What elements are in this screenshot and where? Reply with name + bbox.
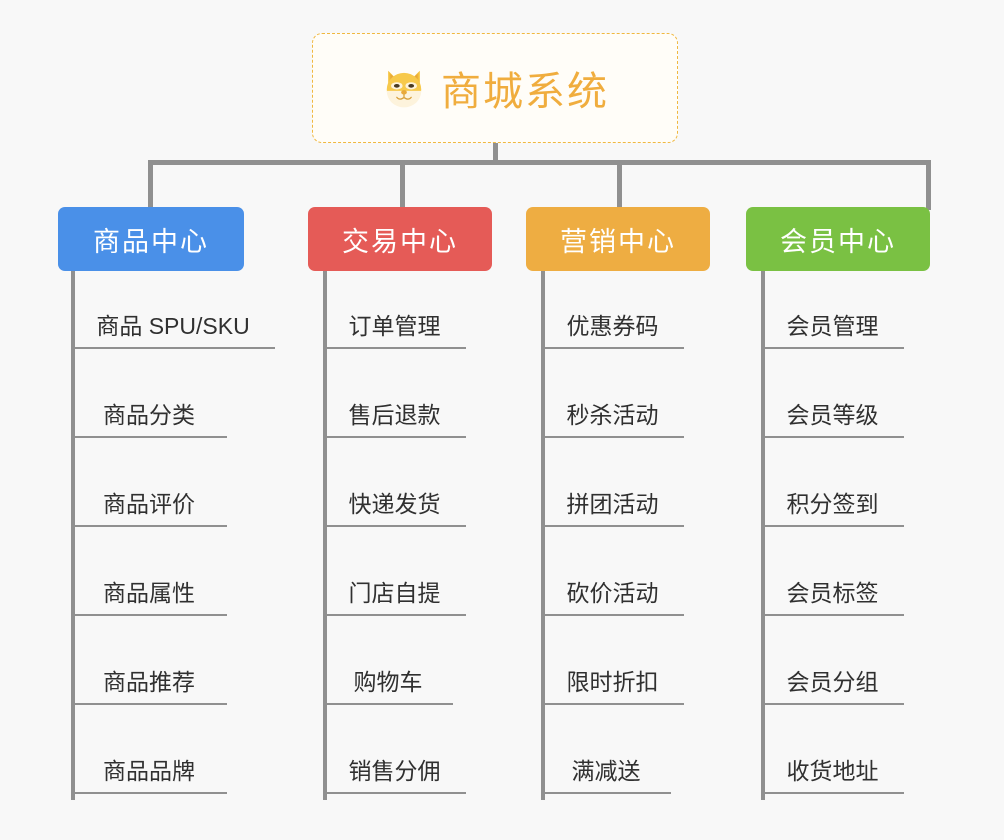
leaf-item-0-5[interactable]: 商品品牌: [71, 742, 227, 794]
connector-drop-4: [926, 160, 931, 210]
leaf-item-1-2[interactable]: 快递发货: [323, 475, 466, 527]
leaf-item-2-2[interactable]: 拼团活动: [541, 475, 684, 527]
leaf-label-1-2: 快递发货: [348, 491, 441, 517]
leaf-label-1-4: 购物车: [353, 669, 423, 695]
leaf-item-3-4[interactable]: 会员分组: [761, 653, 904, 705]
connector-drop-3: [617, 160, 622, 210]
leaf-label-3-0: 会员管理: [786, 313, 879, 339]
category-spine-0: [71, 271, 75, 800]
leaf-item-0-0[interactable]: 商品 SPU/SKU: [71, 297, 275, 349]
root-title: 商城系统: [441, 70, 609, 114]
category-spine-3: [761, 271, 765, 800]
root-node[interactable]: 商城系统: [312, 33, 678, 143]
leaf-label-0-4: 商品推荐: [103, 669, 195, 695]
leaf-label-3-5: 收货地址: [786, 758, 879, 784]
leaf-item-2-5[interactable]: 满减送: [541, 742, 671, 794]
leaf-item-2-3[interactable]: 砍价活动: [541, 564, 684, 616]
leaf-item-3-0[interactable]: 会员管理: [761, 297, 904, 349]
leaf-label-0-3: 商品属性: [103, 580, 195, 606]
leaf-label-0-1: 商品分类: [103, 402, 195, 428]
category-label-0: 商品中心: [93, 226, 209, 257]
leaf-item-3-3[interactable]: 会员标签: [761, 564, 904, 616]
leaf-label-0-5: 商品品牌: [103, 758, 195, 784]
category-spine-1: [323, 271, 327, 800]
leaf-item-3-5[interactable]: 收货地址: [761, 742, 904, 794]
leaf-label-0-2: 商品评价: [103, 491, 195, 517]
category-box-0[interactable]: 商品中心: [58, 207, 244, 271]
connector-horizontal-bus: [148, 160, 931, 165]
leaf-label-1-0: 订单管理: [348, 313, 441, 339]
leaf-label-2-3: 砍价活动: [566, 580, 659, 606]
leaf-item-2-0[interactable]: 优惠券码: [541, 297, 684, 349]
category-label-3: 会员中心: [780, 226, 896, 257]
connector-root-stem: [493, 143, 498, 164]
leaf-label-3-1: 会员等级: [786, 402, 879, 428]
leaf-item-1-1[interactable]: 售后退款: [323, 386, 466, 438]
leaf-label-2-0: 优惠券码: [566, 313, 659, 339]
leaf-label-1-1: 售后退款: [348, 402, 441, 428]
leaf-label-2-2: 拼团活动: [566, 491, 659, 517]
leaf-item-0-3[interactable]: 商品属性: [71, 564, 227, 616]
leaf-item-3-2[interactable]: 积分签到: [761, 475, 904, 527]
leaf-item-3-1[interactable]: 会员等级: [761, 386, 904, 438]
leaf-item-0-4[interactable]: 商品推荐: [71, 653, 227, 705]
leaf-item-1-4[interactable]: 购物车: [323, 653, 453, 705]
leaf-label-2-5: 满减送: [571, 758, 641, 784]
leaf-item-2-4[interactable]: 限时折扣: [541, 653, 684, 705]
leaf-item-1-5[interactable]: 销售分佣: [323, 742, 466, 794]
category-box-2[interactable]: 营销中心: [526, 207, 710, 271]
category-box-3[interactable]: 会员中心: [746, 207, 930, 271]
connector-drop-2: [400, 160, 405, 210]
leaf-label-1-3: 门店自提: [348, 580, 441, 606]
leaf-item-2-1[interactable]: 秒杀活动: [541, 386, 684, 438]
connector-drop-1: [148, 160, 153, 210]
leaf-item-1-3[interactable]: 门店自提: [323, 564, 466, 616]
category-spine-2: [541, 271, 545, 800]
leaf-label-3-2: 积分签到: [786, 491, 879, 517]
leaf-item-1-0[interactable]: 订单管理: [323, 297, 466, 349]
leaf-label-2-4: 限时折扣: [566, 669, 659, 695]
shiba-dog-face-icon: [381, 65, 427, 111]
leaf-item-0-2[interactable]: 商品评价: [71, 475, 227, 527]
leaf-label-2-1: 秒杀活动: [566, 402, 659, 428]
leaf-label-3-3: 会员标签: [786, 580, 879, 606]
leaf-label-0-0: 商品 SPU/SKU: [96, 313, 250, 339]
leaf-item-0-1[interactable]: 商品分类: [71, 386, 227, 438]
category-box-1[interactable]: 交易中心: [308, 207, 492, 271]
leaf-label-1-5: 销售分佣: [348, 758, 441, 784]
leaf-label-3-4: 会员分组: [786, 669, 879, 695]
category-label-2: 营销中心: [560, 226, 676, 257]
category-label-1: 交易中心: [342, 226, 458, 257]
